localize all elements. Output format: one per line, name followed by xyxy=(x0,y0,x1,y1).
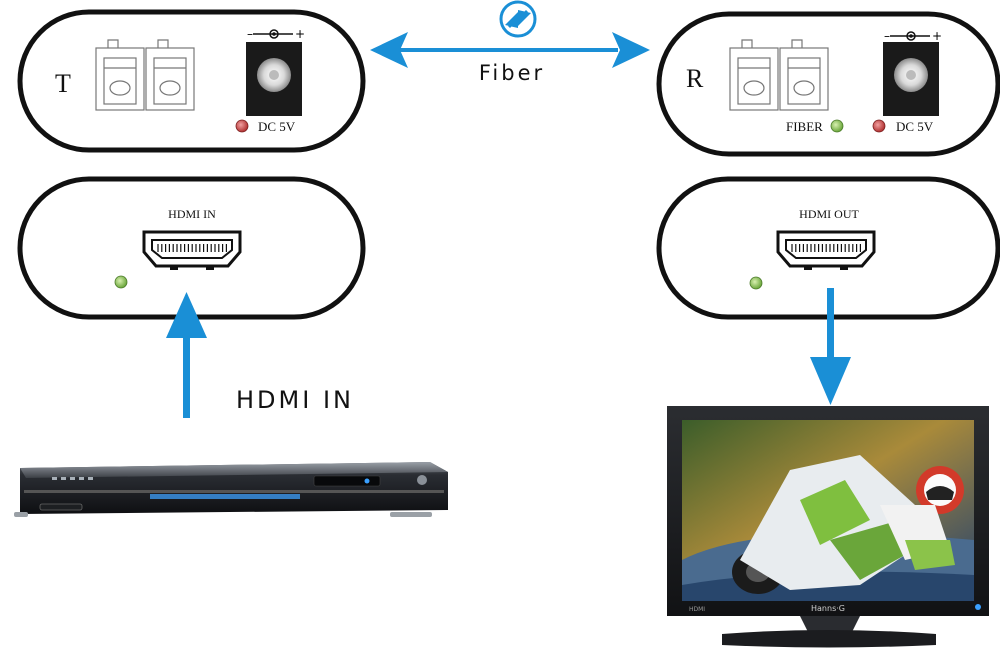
polarity-minus: – xyxy=(247,27,253,41)
hdmi-port-icon xyxy=(142,230,242,270)
power-led xyxy=(872,119,886,133)
transmitter-hdmi-panel: HDMI IN xyxy=(17,176,366,320)
signal-led xyxy=(114,275,128,289)
signal-led xyxy=(749,276,763,290)
hdmi-port-icon xyxy=(776,230,876,270)
transmitter-fiber-panel: T – + DC 5V xyxy=(17,9,366,153)
power-jack xyxy=(883,42,939,116)
fiber-led-label: FIBER xyxy=(786,119,823,134)
monitor-brand: Hanns·G xyxy=(811,604,845,613)
polarity-plus: + xyxy=(295,27,305,41)
polarity-minus: – xyxy=(884,29,890,43)
hdmi-in-port-label: HDMI IN xyxy=(168,207,216,221)
hdmi-out-port-label: HDMI OUT xyxy=(799,207,859,221)
monitor-image: Hanns·G HDMI xyxy=(667,406,989,648)
dvd-player-image xyxy=(14,462,448,517)
hdmi-out-arrow xyxy=(810,288,851,405)
polarity-symbol: – + xyxy=(247,27,305,41)
fiber-link-arrow xyxy=(370,32,650,68)
receiver-letter: R xyxy=(686,64,704,93)
power-label: DC 5V xyxy=(258,119,296,134)
fiber-led xyxy=(830,119,844,133)
fiber-connector xyxy=(729,39,829,111)
motorcycle-rider xyxy=(732,455,964,594)
polarity-plus: + xyxy=(932,29,942,43)
power-led xyxy=(235,119,249,133)
fiber-label: Fiber xyxy=(479,61,545,85)
receiver-fiber-panel: R – + FIBER DC 5V xyxy=(656,11,1000,157)
polarity-symbol: – + xyxy=(884,29,942,43)
hdmi-in-arrow xyxy=(166,292,207,418)
power-label: DC 5V xyxy=(896,119,934,134)
transmitter-letter: T xyxy=(55,69,71,98)
monitor-hdmi-badge: HDMI xyxy=(689,606,705,613)
power-jack xyxy=(246,42,302,116)
receiver-hdmi-panel: HDMI OUT xyxy=(656,176,1000,320)
hdmi-in-label: HDMI IN xyxy=(236,386,354,414)
fiber-connector xyxy=(95,39,195,111)
fiber-transfer-icon xyxy=(499,0,537,38)
